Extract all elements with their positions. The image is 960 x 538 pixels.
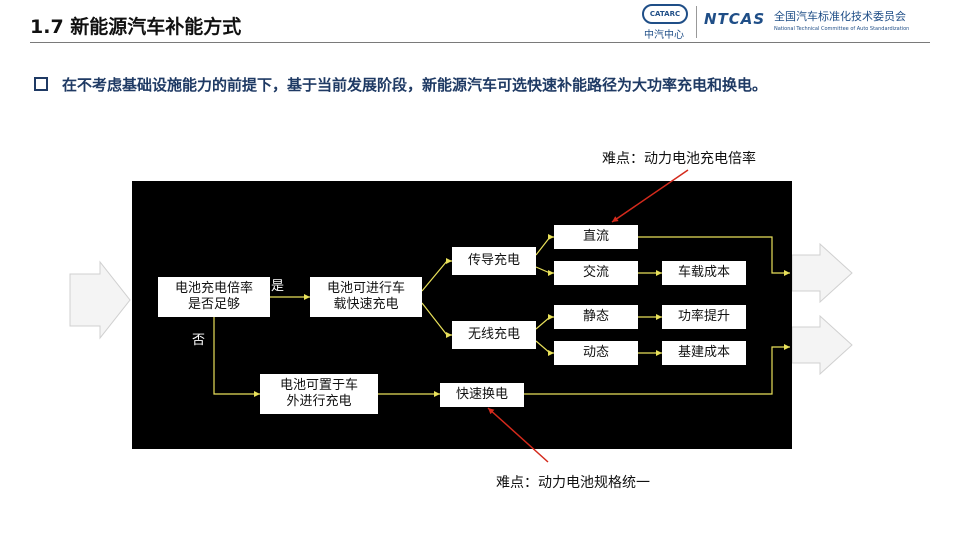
node-dc: 直流 <box>554 225 638 249</box>
node-label: 快速换电 <box>455 386 508 402</box>
node-label: 基建成本 <box>677 344 730 360</box>
node-label: 交流 <box>582 264 609 280</box>
no-label: 否 <box>192 333 206 348</box>
yes-label: 是 <box>271 279 285 294</box>
ntcas-logo: NTCAS <box>704 10 766 28</box>
bottom-difficulty-arrow <box>487 407 549 463</box>
logo-area: CATARC 中汽中心 NTCAS 全国汽车标准化技术委员会 National … <box>642 4 942 41</box>
ntcas-english-name: National Technical Committee of Auto Sta… <box>774 26 910 32</box>
node-label: 电池充电倍率 是否足够 <box>174 280 253 312</box>
node-onboard-cost: 车载成本 <box>662 261 746 285</box>
output-arrow-top-icon <box>791 242 853 304</box>
node-label: 传导充电 <box>467 252 520 268</box>
node-onboard-fast-charge: 电池可进行车 载快速充电 <box>310 277 422 317</box>
ntcas-name: 全国汽车标准化技术委员会 <box>774 10 906 23</box>
logo-divider <box>696 6 697 38</box>
node-infra-cost: 基建成本 <box>662 341 746 365</box>
node-label: 动态 <box>582 344 609 360</box>
node-wireless-charging: 无线充电 <box>452 321 536 349</box>
node-label: 功率提升 <box>677 308 730 324</box>
output-arrow-bottom-icon <box>791 314 853 376</box>
page-title: 1.7 新能源汽车补能方式 <box>30 16 242 38</box>
flow-diagram: 电池充电倍率 是否足够 电池可进行车 载快速充电 传导充电 无线充电 直流 交流… <box>132 181 792 449</box>
catarc-logo-text: 中汽中心 <box>644 30 684 41</box>
top-difficulty-arrow <box>611 169 689 223</box>
node-offboard-charge: 电池可置于车 外进行充电 <box>260 374 378 414</box>
node-conductive-charging: 传导充电 <box>452 247 536 275</box>
node-label: 静态 <box>582 308 609 324</box>
node-static: 静态 <box>554 305 638 329</box>
node-label: 无线充电 <box>467 326 520 342</box>
bullet-text: 在不考虑基础设施能力的前提下，基于当前发展阶段，新能源汽车可选快速补能路径为大功… <box>62 76 768 94</box>
node-ac: 交流 <box>554 261 638 285</box>
bullet-point: 在不考虑基础设施能力的前提下，基于当前发展阶段，新能源汽车可选快速补能路径为大功… <box>34 74 767 95</box>
node-fast-swap: 快速换电 <box>440 383 524 407</box>
node-label: 电池可进行车 载快速充电 <box>326 280 405 312</box>
node-power-increase: 功率提升 <box>662 305 746 329</box>
node-label: 车载成本 <box>677 264 730 280</box>
difficulty-note-top: 难点：动力电池充电倍率 <box>602 151 756 167</box>
catarc-logo: CATARC <box>642 4 688 24</box>
node-rate-question: 电池充电倍率 是否足够 <box>158 277 270 317</box>
node-dynamic: 动态 <box>554 341 638 365</box>
input-arrow-icon <box>69 260 131 340</box>
flow-connectors <box>213 234 790 397</box>
node-label: 直流 <box>582 228 609 244</box>
header-divider <box>30 42 930 43</box>
bullet-square-icon <box>34 77 48 91</box>
difficulty-note-bottom: 难点：动力电池规格统一 <box>496 475 650 491</box>
node-label: 电池可置于车 外进行充电 <box>279 377 358 409</box>
